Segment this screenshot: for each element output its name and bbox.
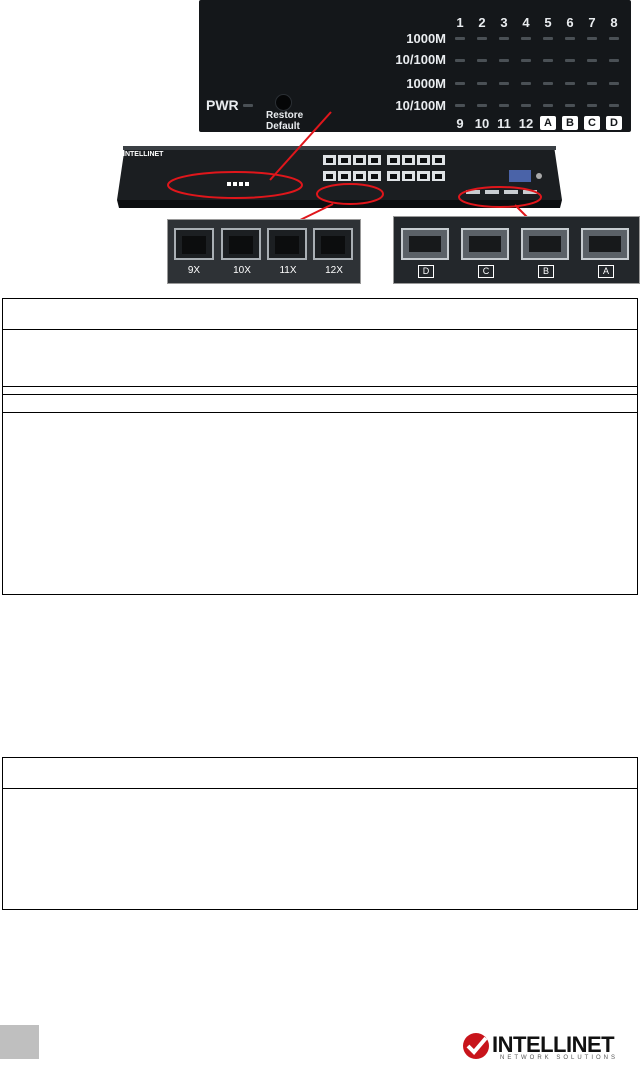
port-number-7: 7 (588, 15, 596, 30)
port-led (587, 82, 597, 85)
pwr-label: PWR (206, 97, 239, 113)
led-row-label-1000m-top: 1000M (406, 31, 446, 46)
switch-rj45-ports (323, 155, 445, 181)
port-number-2: 2 (478, 15, 486, 30)
port-led (609, 104, 619, 107)
restore-default-button[interactable] (275, 94, 292, 111)
logo-subtext: NETWORK SOLUTIONS (500, 1055, 619, 1061)
port-led (499, 82, 509, 85)
port-led (609, 37, 619, 40)
rj45-port-label-11x: 11X (279, 265, 297, 276)
rj45-port-label-10x: 10X (233, 265, 251, 276)
port-led (455, 104, 465, 107)
port-led (499, 37, 509, 40)
rj45-port-label-9x: 9X (187, 265, 201, 276)
port-led (499, 104, 509, 107)
port-number-5: 5 (544, 15, 552, 30)
port-led (455, 59, 465, 62)
sfp-slot-label-d: D (418, 265, 434, 278)
sfp-slots-callout: D C B A (393, 216, 640, 284)
sfp-slots-illustration (401, 228, 629, 260)
led-table-1-header (3, 299, 637, 330)
port-led (521, 104, 531, 107)
restore-label-line2: Default (266, 121, 300, 132)
port-led (609, 59, 619, 62)
page-number-box (0, 1025, 39, 1059)
port-led (477, 104, 487, 107)
console-port (509, 170, 531, 182)
port-led (565, 37, 575, 40)
sfp-slot-label-b: B (538, 265, 554, 278)
port-led (455, 37, 465, 40)
port-led (609, 82, 619, 85)
led-status-panel: 1 2 3 4 5 6 7 8 1000M 10/100M 1000M 10/1… (199, 0, 631, 132)
port-led (521, 82, 531, 85)
led-table-3 (2, 757, 638, 910)
intellinet-logo: INTELLINET NETWORK SOLUTIONS (460, 1031, 640, 1065)
port-number-1: 1 (456, 15, 464, 30)
port-number-9: 9 (456, 116, 464, 131)
port-led (543, 82, 553, 85)
led-table-3-header (3, 758, 637, 789)
port-led (565, 82, 575, 85)
port-led (499, 59, 509, 62)
switch-brand-label: INTELLINET (123, 151, 164, 158)
led-row-label-1000m-bottom: 1000M (406, 76, 446, 91)
port-led (587, 104, 597, 107)
restore-label-line1: Restore (266, 110, 304, 121)
pwr-led (243, 104, 253, 107)
sfp-slot-label-c: C (478, 265, 494, 278)
rj45-ports-callout: 9X 10X 11X 12X (167, 219, 361, 284)
port-number-4: 4 (522, 15, 530, 30)
restore-default-label: Restore Default (266, 110, 303, 132)
port-led (565, 59, 575, 62)
port-led (477, 37, 487, 40)
sfp-slot-label-a: A (598, 265, 614, 278)
port-led (587, 59, 597, 62)
port-number-6: 6 (566, 15, 574, 30)
intellinet-logo-mark-icon (463, 1033, 489, 1059)
port-number-12: 12 (518, 116, 534, 131)
port-number-11: 11 (497, 116, 511, 131)
port-led (521, 59, 531, 62)
led-table-2 (2, 386, 638, 595)
network-switch-front (117, 146, 562, 208)
sfp-led-label-b: B (562, 116, 578, 130)
port-led (565, 104, 575, 107)
port-led (543, 59, 553, 62)
port-led (521, 37, 531, 40)
port-led (587, 37, 597, 40)
port-number-10: 10 (474, 116, 490, 131)
port-number-8: 8 (610, 15, 618, 30)
led-row-label-10-100m-top: 10/100M (395, 52, 446, 67)
switch-sfp-slots (466, 190, 537, 194)
sfp-led-label-c: C (584, 116, 600, 130)
port-led (477, 59, 487, 62)
sfp-led-label-a: A (540, 116, 556, 130)
sfp-led-label-d: D (606, 116, 622, 130)
port-led (477, 82, 487, 85)
port-led (455, 82, 465, 85)
led-row-label-10-100m-bottom: 10/100M (395, 98, 446, 113)
port-number-3: 3 (500, 15, 508, 30)
port-led (543, 37, 553, 40)
port-led (543, 104, 553, 107)
led-table-2-header (3, 387, 637, 413)
switch-led-cluster (227, 182, 249, 186)
led-table-1 (2, 298, 638, 395)
logo-text: INTELLINET (492, 1032, 615, 1057)
rj45-port-label-12x: 12X (325, 265, 343, 276)
rj45-ports-illustration (174, 228, 353, 260)
